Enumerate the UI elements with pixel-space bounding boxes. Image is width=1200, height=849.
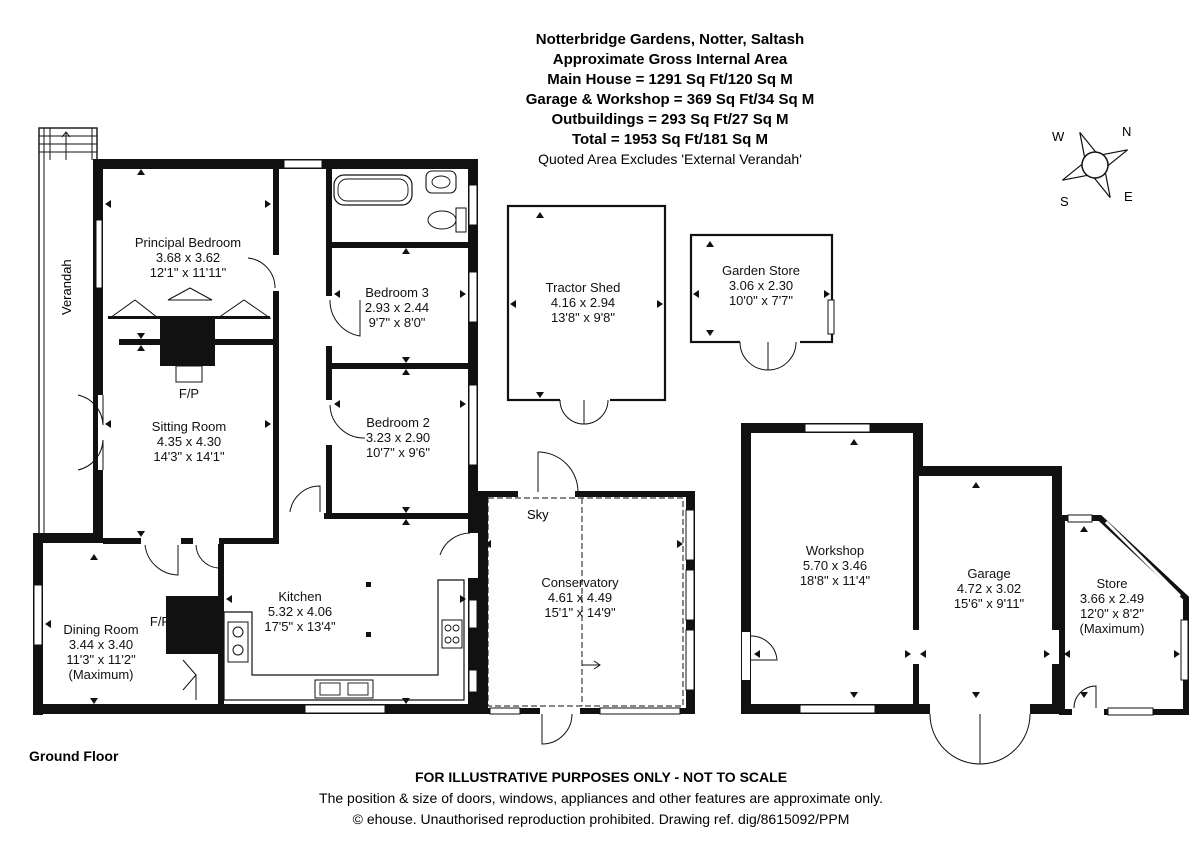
room-metric: 3.44 x 3.40 <box>69 637 133 652</box>
room-metric: 5.70 x 3.46 <box>803 558 867 573</box>
room-metric: 2.93 x 2.44 <box>365 300 429 315</box>
room-imperial: 12'1" x 11'11" <box>150 265 227 280</box>
conservatory-structure: Sky <box>478 451 695 745</box>
room-name: Sitting Room <box>152 419 226 434</box>
room-name: Tractor Shed <box>546 280 621 295</box>
room-name: Bedroom 3 <box>365 285 429 300</box>
store-building <box>1059 514 1189 717</box>
room-metric: 3.23 x 2.90 <box>366 430 430 445</box>
room-imperial: 10'0" x 7'7" <box>729 293 793 308</box>
room-principal-bedroom: Principal Bedroom 3.68 x 3.62 12'1" x 11… <box>135 235 241 280</box>
room-imperial: 18'8" x 11'4" <box>800 573 871 588</box>
room-metric: 4.35 x 4.30 <box>157 434 221 449</box>
floor-label: Ground Floor <box>29 748 119 764</box>
verandah-label: Verandah <box>59 259 74 315</box>
room-imperial: 12'0" x 8'2" <box>1080 606 1144 621</box>
room-name: Garage <box>967 566 1010 581</box>
area-heading: Approximate Gross Internal Area <box>553 51 788 68</box>
measurement-markers <box>45 169 1180 704</box>
fireplace-label-dining: F/P <box>150 614 170 629</box>
room-store: Store 3.66 x 2.49 12'0" x 8'2" (Maximum) <box>1080 576 1145 636</box>
compass-icon <box>1061 131 1129 199</box>
outbuildings-area: Outbuildings = 293 Sq Ft/27 Sq M <box>551 111 788 128</box>
verandah: Verandah <box>38 127 98 539</box>
area-header: Notterbridge Gardens, Notter, Saltash Ap… <box>526 31 815 167</box>
room-imperial: 10'7" x 9'6" <box>366 445 430 460</box>
room-metric: 3.66 x 2.49 <box>1080 591 1144 606</box>
room-metric: 3.06 x 2.30 <box>729 278 793 293</box>
room-workshop: Workshop 5.70 x 3.46 18'8" x 11'4" <box>800 543 871 588</box>
compass-west-label: W <box>1052 129 1065 144</box>
room-note: (Maximum) <box>1080 621 1145 636</box>
room-dining-room: Dining Room 3.44 x 3.40 11'3" x 11'2" (M… <box>63 622 138 682</box>
room-name: Conservatory <box>541 575 619 590</box>
workshop-garage <box>741 423 1062 765</box>
fireplace-label-sitting: F/P <box>179 386 199 401</box>
room-imperial: 13'8" x 9'8" <box>551 310 615 325</box>
room-imperial: 14'3" x 14'1" <box>153 449 225 464</box>
room-garage: Garage 4.72 x 3.02 15'6" x 9'11" <box>954 566 1025 611</box>
total-area: Total = 1953 Sq Ft/181 Sq M <box>572 131 768 148</box>
room-bedroom-3: Bedroom 3 2.93 x 2.44 9'7" x 8'0" <box>365 285 429 330</box>
room-conservatory: Conservatory 4.61 x 4.49 15'1" x 14'9" <box>541 575 619 620</box>
room-garden-store: Garden Store 3.06 x 2.30 10'0" x 7'7" <box>722 263 800 308</box>
room-name: Principal Bedroom <box>135 235 241 250</box>
room-note: (Maximum) <box>69 667 134 682</box>
room-bedroom-2: Bedroom 2 3.23 x 2.90 10'7" x 9'6" <box>366 415 431 460</box>
room-imperial: 9'7" x 8'0" <box>369 315 426 330</box>
room-name: Garden Store <box>722 263 800 278</box>
room-imperial: 15'6" x 9'11" <box>954 596 1025 611</box>
room-metric: 4.72 x 3.02 <box>957 581 1021 596</box>
room-imperial: 15'1" x 14'9" <box>544 605 616 620</box>
compass-north-label: N <box>1122 124 1131 139</box>
compass-east-label: E <box>1124 189 1133 204</box>
disclaimer: FOR ILLUSTRATIVE PURPOSES ONLY - NOT TO … <box>415 769 787 785</box>
property-title: Notterbridge Gardens, Notter, Saltash <box>536 31 804 48</box>
room-metric: 4.61 x 4.49 <box>548 590 612 605</box>
room-name: Dining Room <box>63 622 138 637</box>
room-imperial: 17'5" x 13'4" <box>264 619 336 634</box>
area-note: Quoted Area Excludes 'External Verandah' <box>538 151 802 167</box>
room-tractor-shed: Tractor Shed 4.16 x 2.94 13'8" x 9'8" <box>546 280 621 325</box>
room-name: Kitchen <box>278 589 321 604</box>
garage-workshop-area: Garage & Workshop = 369 Sq Ft/34 Sq M <box>526 91 815 108</box>
compass-south-label: S <box>1060 194 1069 209</box>
room-name: Workshop <box>806 543 864 558</box>
position-note: The position & size of doors, windows, a… <box>319 790 883 806</box>
garden-store <box>689 233 835 371</box>
room-name: Bedroom 2 <box>366 415 430 430</box>
room-imperial: 11'3" x 11'2" <box>66 652 136 667</box>
main-house <box>33 159 478 715</box>
copyright-note: © ehouse. Unauthorised reproduction proh… <box>353 811 850 827</box>
main-house-area: Main House = 1291 Sq Ft/120 Sq M <box>547 71 793 88</box>
tractor-shed <box>506 204 667 425</box>
room-kitchen: Kitchen 5.32 x 4.06 17'5" x 13'4" <box>264 589 336 634</box>
room-name: Store <box>1096 576 1127 591</box>
room-metric: 5.32 x 4.06 <box>268 604 332 619</box>
room-metric: 4.16 x 2.94 <box>551 295 615 310</box>
room-sitting-room: Sitting Room 4.35 x 4.30 14'3" x 14'1" <box>152 419 226 464</box>
room-metric: 3.68 x 3.62 <box>156 250 220 265</box>
sky-label: Sky <box>527 507 549 522</box>
